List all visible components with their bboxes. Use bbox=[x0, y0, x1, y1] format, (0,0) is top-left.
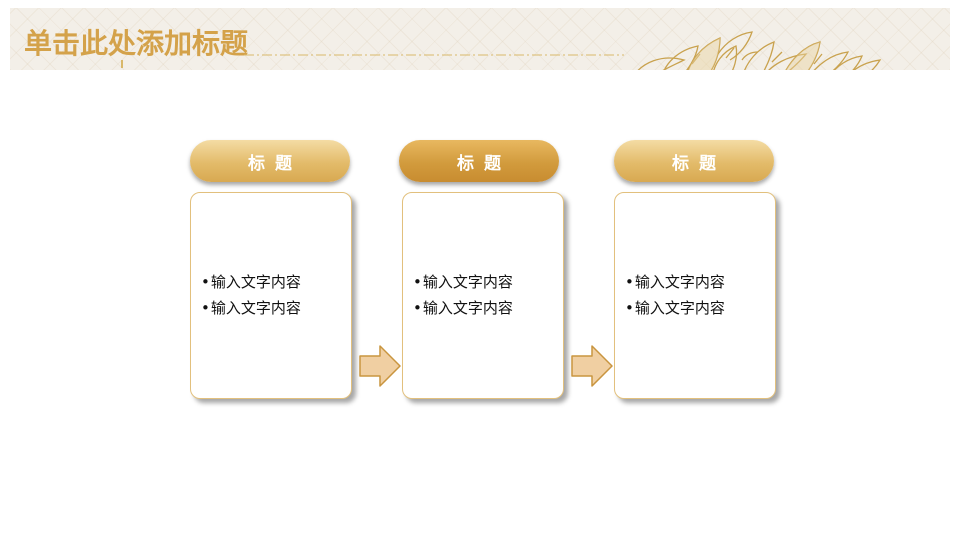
floral-ornament-icon bbox=[637, 31, 882, 70]
step-2-title: 标题 bbox=[457, 153, 511, 174]
list-item: •输入文字内容 bbox=[625, 299, 725, 317]
decorative-chain-line bbox=[244, 54, 624, 56]
right-arrow-icon bbox=[359, 345, 401, 387]
step-3-title-tab[interactable]: 标题 bbox=[614, 140, 774, 182]
header-band bbox=[10, 8, 950, 70]
list-item: •输入文字内容 bbox=[201, 273, 301, 291]
bullet: • bbox=[413, 273, 422, 291]
bullet: • bbox=[625, 299, 634, 317]
bullet: • bbox=[201, 273, 210, 291]
step-1-title: 标题 bbox=[248, 153, 302, 174]
list-item: •输入文字内容 bbox=[413, 273, 513, 291]
bullet: • bbox=[625, 273, 634, 291]
step-2-content-card[interactable]: •输入文字内容 •输入文字内容 bbox=[402, 192, 564, 399]
step-2-list: •输入文字内容 •输入文字内容 bbox=[413, 269, 513, 321]
step-3-title: 标题 bbox=[672, 153, 726, 174]
step-1-list: •输入文字内容 •输入文字内容 bbox=[201, 269, 301, 321]
step-3-list: •输入文字内容 •输入文字内容 bbox=[625, 269, 725, 321]
list-item: •输入文字内容 bbox=[625, 273, 725, 291]
bullet: • bbox=[413, 299, 422, 317]
step-1-title-tab[interactable]: 标题 bbox=[190, 140, 350, 182]
step-2-title-tab[interactable]: 标题 bbox=[399, 140, 559, 182]
step-1-content-card[interactable]: •输入文字内容 •输入文字内容 bbox=[190, 192, 352, 399]
slide-title[interactable]: 单击此处添加标题 bbox=[24, 27, 249, 60]
header-tick bbox=[121, 60, 123, 68]
right-arrow-icon bbox=[571, 345, 613, 387]
step-3-content-card[interactable]: •输入文字内容 •输入文字内容 bbox=[614, 192, 776, 399]
list-item: •输入文字内容 bbox=[201, 299, 301, 317]
bullet: • bbox=[201, 299, 210, 317]
list-item: •输入文字内容 bbox=[413, 299, 513, 317]
